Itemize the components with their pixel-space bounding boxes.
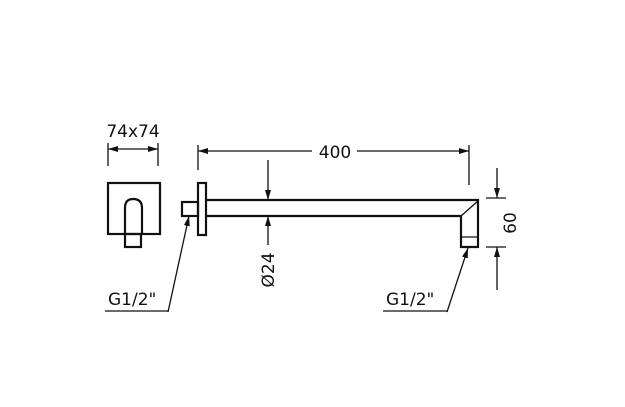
wall-plate-square — [106, 181, 162, 236]
wall-thread-stub — [180, 200, 200, 218]
dimension-diameter: Ø24 — [259, 160, 279, 288]
dimension-74x74: 74x74 — [106, 122, 160, 166]
callout-outlet-thread: G1/2" — [383, 247, 469, 313]
dimension-400: 400 — [197, 143, 470, 185]
drop-height-label: 60 — [501, 212, 521, 234]
callout-wall-thread: G1/2" — [105, 215, 190, 313]
front-dimension-label: 74x74 — [106, 122, 159, 142]
elbow-mitre — [460, 200, 479, 217]
wall-thread-label: G1/2" — [108, 290, 156, 310]
outlet-thread-label: G1/2" — [386, 290, 434, 310]
wall-flange — [196, 181, 208, 237]
dimension-60: 60 — [486, 168, 521, 290]
outlet-stub — [123, 232, 143, 249]
shower-arm — [206, 198, 480, 249]
front-view — [106, 181, 162, 249]
diameter-label: Ø24 — [259, 252, 279, 287]
arm-profile — [123, 197, 144, 235]
side-view — [180, 181, 480, 249]
arm-length-label: 400 — [319, 143, 351, 163]
